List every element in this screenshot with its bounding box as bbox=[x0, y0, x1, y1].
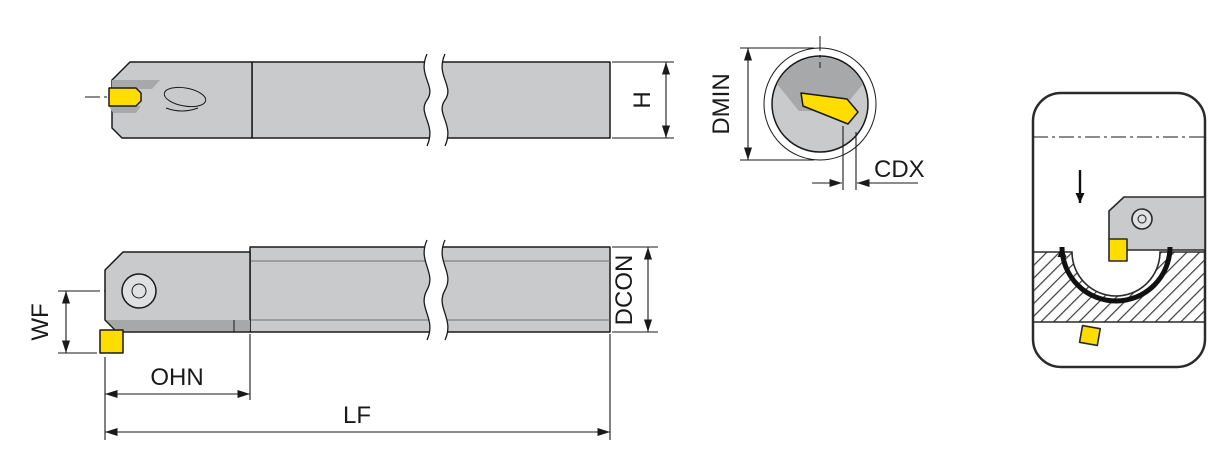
insert-seat bbox=[109, 106, 141, 113]
clamp-screw bbox=[121, 273, 157, 309]
side-view: H bbox=[85, 53, 674, 147]
icon-screw-socket bbox=[1137, 214, 1147, 224]
dim-lf: LF bbox=[105, 334, 611, 440]
insert-side bbox=[108, 87, 142, 107]
dim-label-wf: WF bbox=[27, 303, 54, 340]
tool-head bbox=[104, 251, 251, 333]
icon-insert bbox=[1108, 238, 1128, 262]
groove-sweep-arrow bbox=[1057, 246, 1173, 304]
icon-clamp-screw bbox=[1131, 208, 1153, 230]
dim-cdx: CDX bbox=[812, 126, 925, 190]
internal-grooving-operation-icon bbox=[1031, 91, 1207, 369]
dim-label-cdx: CDX bbox=[874, 156, 925, 183]
clamp-screw-socket bbox=[131, 283, 147, 299]
top-view: DCON WF OHN LF bbox=[27, 239, 658, 440]
dim-label-lf: LF bbox=[343, 402, 371, 429]
dim-dmin: DMIN bbox=[708, 47, 814, 161]
dim-label-dmin: DMIN bbox=[708, 73, 735, 134]
workpiece-section bbox=[1033, 251, 1205, 323]
head-detail-line bbox=[165, 107, 199, 112]
dim-label-dcon: DCON bbox=[611, 255, 638, 326]
break-symbol bbox=[423, 239, 449, 341]
icon-insert-at-depth bbox=[1078, 324, 1102, 347]
clamp-finger bbox=[112, 80, 160, 89]
dim-label-h: H bbox=[629, 91, 656, 108]
break-symbol bbox=[423, 53, 449, 147]
insert-top bbox=[99, 329, 124, 354]
clamp-screw-slot bbox=[163, 86, 207, 108]
dim-wf: WF bbox=[27, 290, 97, 354]
front-view: DMIN CDX bbox=[708, 36, 925, 190]
dim-label-ohn: OHN bbox=[150, 364, 203, 391]
dim-h: H bbox=[612, 61, 674, 139]
dim-ohn: OHN bbox=[104, 334, 251, 440]
dim-dcon: DCON bbox=[611, 246, 658, 333]
blade-band bbox=[106, 320, 250, 331]
insert-front bbox=[800, 92, 859, 125]
